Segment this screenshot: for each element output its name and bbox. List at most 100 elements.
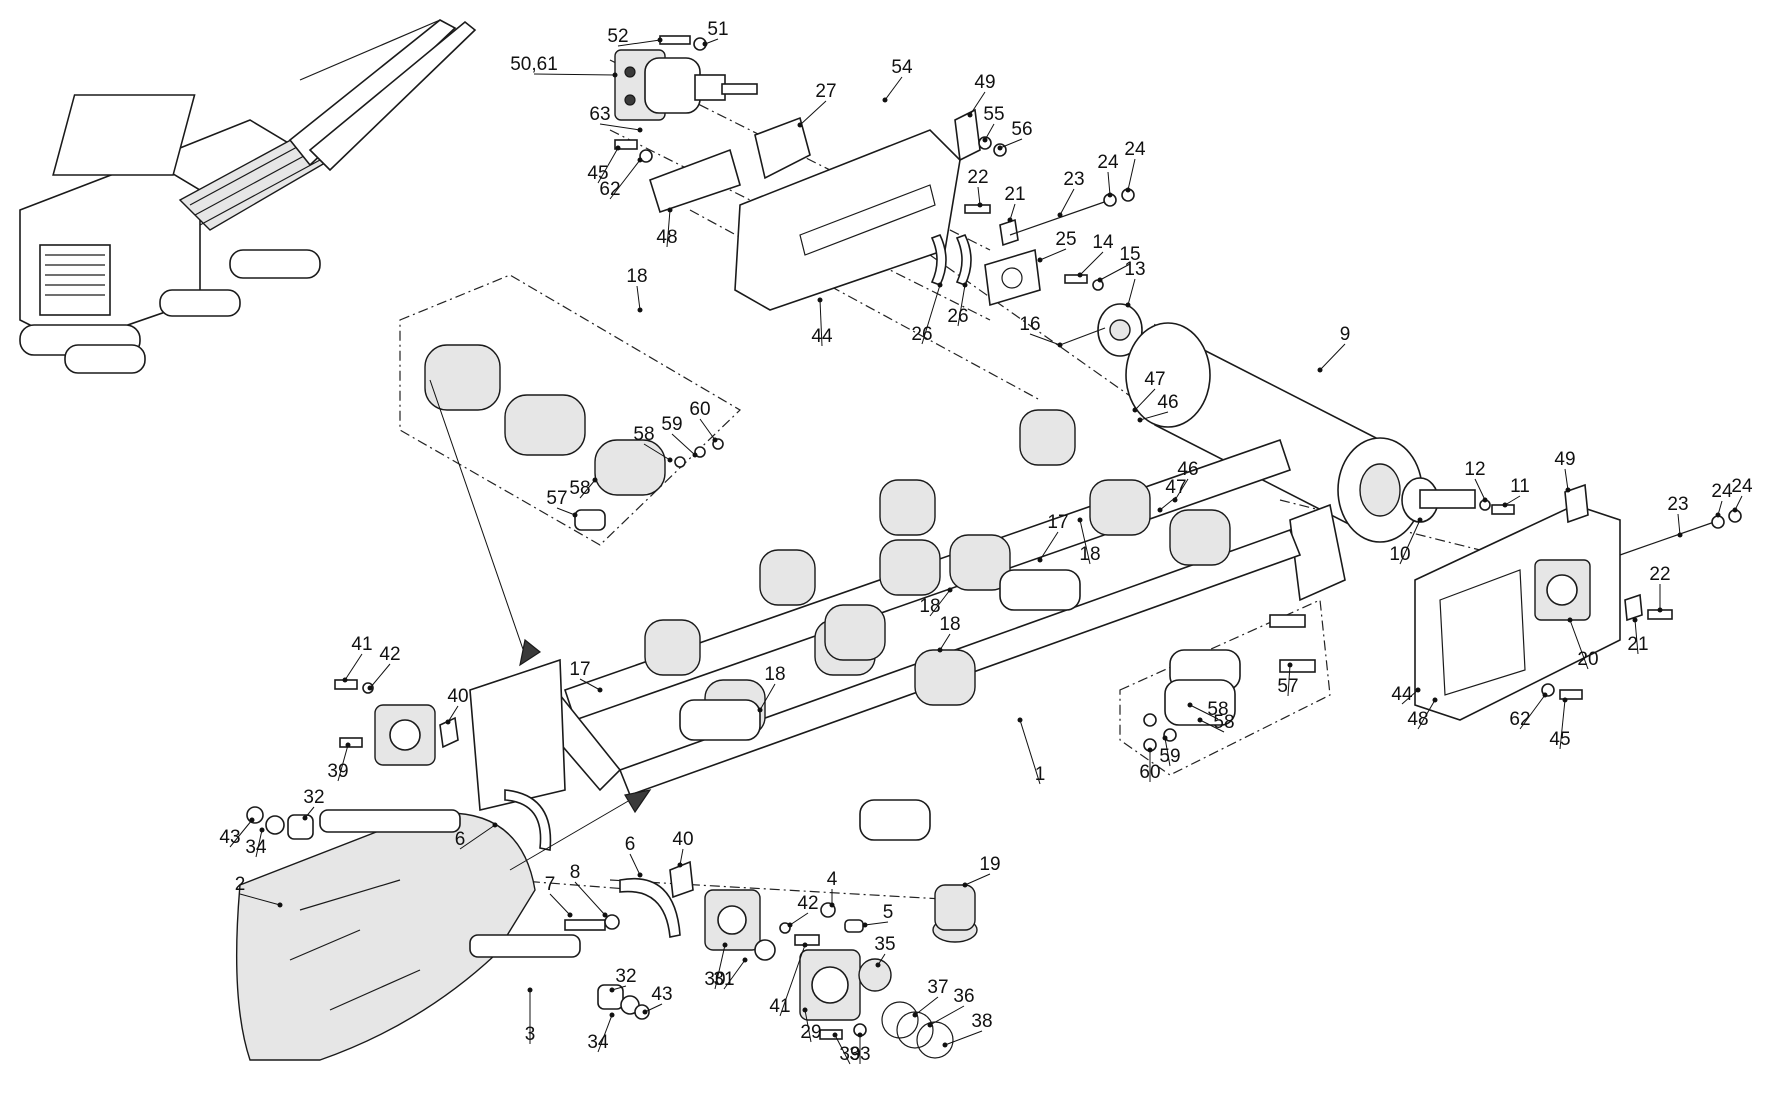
leader-dot (277, 902, 283, 908)
leader-line (1019, 719, 1041, 785)
leader-line (1677, 513, 1681, 536)
leader-dot (977, 202, 983, 208)
leader-dot (802, 942, 808, 948)
callout-label: 56 (1011, 119, 1032, 140)
leader-line (344, 653, 363, 681)
bracket-49-right (1564, 483, 1589, 524)
callout-label: 46 (1177, 459, 1198, 480)
leader-line (984, 123, 995, 141)
flange-bearing-20 (1534, 559, 1591, 621)
leader-dot (1007, 217, 1013, 223)
leader-dot (967, 112, 973, 118)
leader-dot (345, 742, 351, 748)
leader-line (1009, 203, 1016, 221)
leader-dot (1567, 617, 1573, 623)
leader-dot (722, 942, 728, 948)
leader-line (644, 1003, 663, 1013)
callout-label: 34 (245, 837, 267, 858)
leader-line (944, 1030, 983, 1046)
callout-label: 58 (1207, 699, 1228, 720)
leader-line (1287, 664, 1291, 697)
leader-dot (875, 962, 881, 968)
leader-dot (1125, 302, 1131, 308)
washer-42-front (779, 922, 791, 934)
callout-label: 8 (570, 862, 581, 883)
leader-line (369, 663, 391, 689)
callout-label: 22 (1649, 564, 1670, 585)
leader-dot (492, 822, 498, 828)
callout-label: 32 (615, 966, 636, 987)
leader-dot (1107, 192, 1113, 198)
leader-dot (1432, 697, 1438, 703)
callout-label: 15 (1119, 244, 1140, 265)
bolt-39-front (819, 1029, 843, 1040)
leader-dot (249, 817, 255, 823)
callout-label: 41 (351, 634, 372, 655)
leader-line (597, 147, 619, 184)
leader-dot (757, 707, 763, 713)
bearing-housing-29 (799, 949, 861, 1021)
leader-line (1401, 689, 1419, 705)
leader-dot (615, 145, 621, 151)
callout-label: 24 (1124, 139, 1146, 160)
callout-label: 49 (1554, 449, 1575, 470)
bearing-housing-30 (704, 889, 761, 951)
callout-label: 57 (1277, 676, 1298, 697)
leader-line (1569, 619, 1589, 670)
leader-line (699, 418, 716, 441)
leader-line (617, 39, 661, 47)
leader-line (599, 123, 641, 131)
spacer-26-a (930, 233, 947, 287)
leader-dot (1147, 747, 1153, 753)
leader-line (1519, 694, 1546, 730)
callout-label: 6 (455, 829, 466, 850)
callout-label: 21 (1004, 184, 1025, 205)
leader-dot (712, 437, 718, 443)
callout-label: 48 (1407, 709, 1428, 730)
leader-dot (857, 1032, 863, 1038)
leader-line (864, 921, 889, 926)
leader-dot (817, 297, 823, 303)
leader-line (1734, 495, 1743, 511)
callout-label: 6 (625, 834, 636, 855)
bracket-40-front (669, 860, 694, 899)
callout-label: 44 (1391, 684, 1413, 705)
leader-dot (1715, 512, 1721, 518)
bracket-40-left (439, 716, 459, 749)
leader-dot (642, 1009, 648, 1015)
leader-line (447, 705, 459, 723)
leader-dot (802, 1007, 808, 1013)
machine-overview-illustration (19, 19, 477, 374)
callout-label: 44 (811, 326, 833, 347)
callout-label: 54 (891, 57, 913, 78)
leader-line (239, 893, 281, 906)
leader-dot (342, 677, 348, 683)
leader-dot (1565, 487, 1571, 493)
flange-bearing-13 (1097, 303, 1143, 357)
bracket-top (954, 108, 981, 162)
bolt-22-top (964, 204, 991, 214)
callout-label: 34 (587, 1032, 609, 1053)
leader-dot (1037, 257, 1043, 263)
leader-line (1559, 699, 1566, 750)
leader-dot (797, 122, 803, 128)
leader-dot (1502, 502, 1508, 508)
callout-label: 45 (587, 163, 608, 184)
leader-dot (962, 882, 968, 888)
callout-label: 40 (447, 686, 468, 707)
bushing-ring-group-left (246, 806, 314, 840)
leader-dot (1415, 687, 1421, 693)
leader-line (1474, 478, 1486, 501)
leader-line (679, 848, 684, 866)
callout-label: 48 (656, 227, 677, 248)
callout-label: 13 (1124, 259, 1145, 280)
leader-dot (602, 912, 608, 918)
callout-label: 17 (1047, 512, 1068, 533)
leader-dot (927, 1022, 933, 1028)
nut-24-right-a (1711, 515, 1725, 529)
leader-line (1634, 619, 1639, 655)
leader-dot (702, 41, 708, 47)
leader-line (1079, 251, 1104, 276)
